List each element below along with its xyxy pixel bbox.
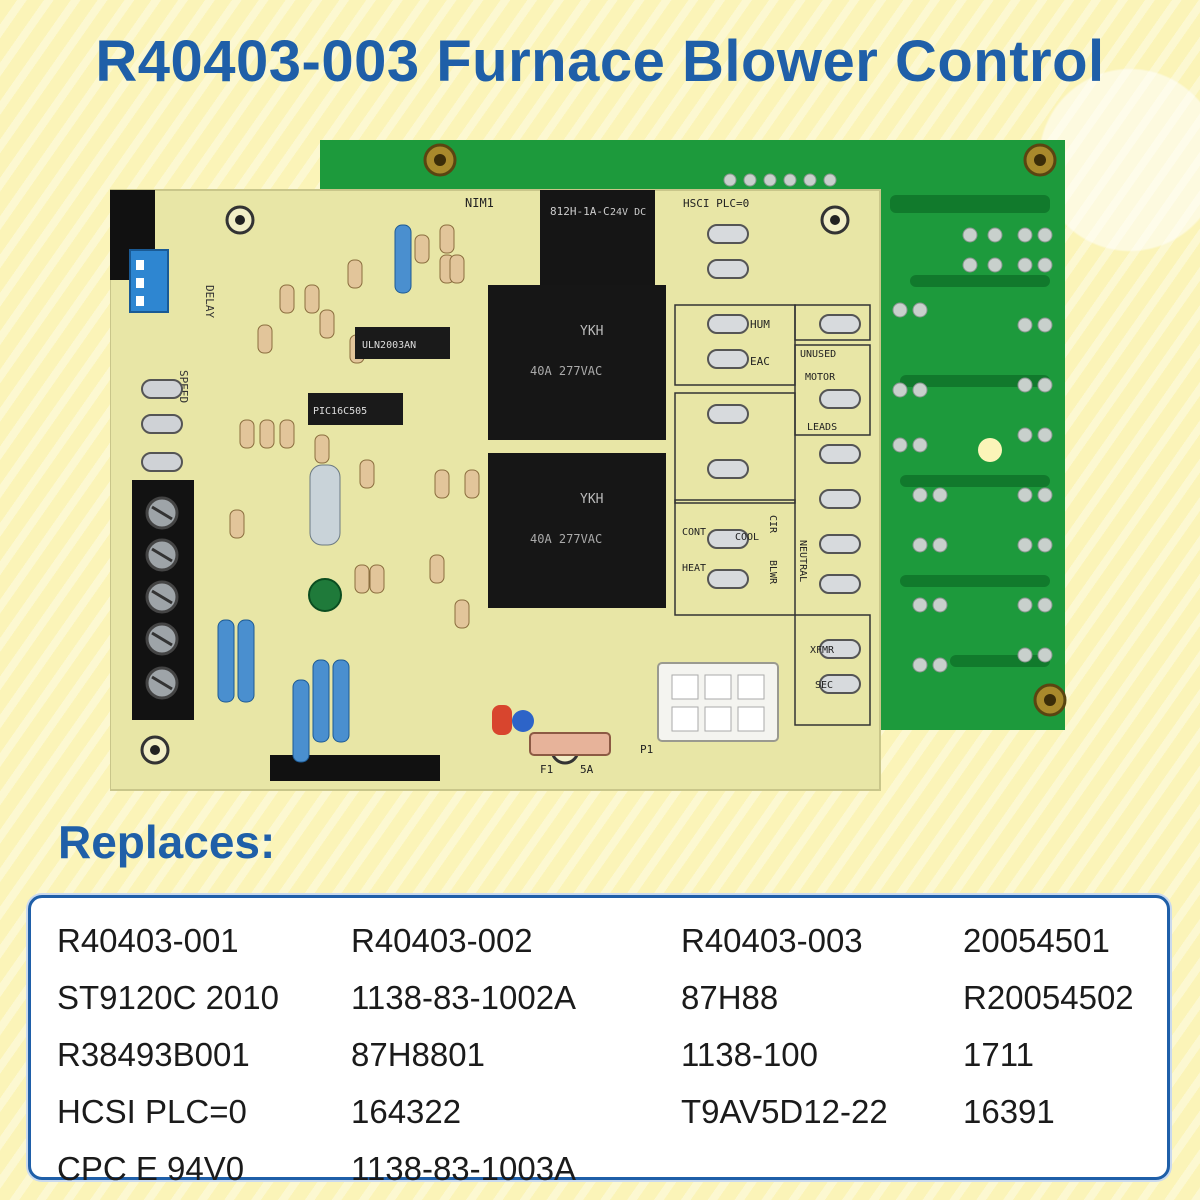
sec-label: SEC xyxy=(815,680,833,691)
motor-label: MOTOR xyxy=(805,372,836,383)
neutral-label: NEUTRAL xyxy=(797,540,808,582)
small-resistors xyxy=(229,224,480,629)
part-number-cell: R20054502 xyxy=(963,979,1134,1016)
part-number-cell: 1138-100 xyxy=(681,1036,819,1073)
svg-text:812H-1A-C: 812H-1A-C xyxy=(550,205,610,218)
part-number-cell: ST9120C 2010 xyxy=(57,979,279,1016)
relay-k3: YKH 40A 277VAC xyxy=(488,453,666,608)
capacitor xyxy=(308,578,342,612)
red-capacitor xyxy=(492,705,512,735)
svg-text:P1: P1 xyxy=(640,743,653,756)
spade-terminals xyxy=(707,224,861,694)
svg-text:5A: 5A xyxy=(580,763,594,776)
part-number-cell xyxy=(681,1140,963,1197)
board-hole xyxy=(978,438,1002,462)
ic-uln2003: ULN2003AN xyxy=(355,327,450,359)
heat-label: HEAT xyxy=(682,563,706,574)
part-number-cell: T9AV5D12-22 xyxy=(681,1093,888,1130)
part-number-cell: R40403-001 xyxy=(57,922,239,959)
connector-p1: P1 xyxy=(640,662,779,756)
cont-label: CONT xyxy=(682,527,706,538)
blwr-label: BLWR xyxy=(767,560,778,585)
svg-text:ULN2003AN: ULN2003AN xyxy=(362,340,416,351)
relay-k2: YKH 40A 277VAC xyxy=(488,285,666,440)
blue-capacitor xyxy=(512,710,534,732)
product-image: DELAY SPEED xyxy=(110,135,1070,795)
unused-label: UNUSED xyxy=(800,349,836,360)
svg-text:YKH: YKH xyxy=(580,324,603,339)
part-number-cell: HCSI PLC=0 xyxy=(57,1093,247,1130)
xfmr-label: XFMR xyxy=(810,645,835,656)
part-number-cell xyxy=(963,1140,1157,1197)
eac-label: EAC xyxy=(750,355,770,368)
replaces-heading: Replaces: xyxy=(58,816,276,868)
dip-switch xyxy=(129,249,169,313)
svg-text:40A 277VAC: 40A 277VAC xyxy=(530,532,602,546)
svg-text:F1: F1 xyxy=(540,763,553,776)
cir-label: CIR xyxy=(767,515,778,534)
hum-label: HUM xyxy=(750,318,770,331)
power-resistors xyxy=(217,224,412,763)
part-number-cell: 20054501 xyxy=(963,922,1110,959)
cool-label: COOL xyxy=(735,532,759,543)
leads-label: LEADS xyxy=(807,422,837,433)
circuit-board-illustration: DELAY SPEED xyxy=(110,140,1067,791)
part-number-cell: 164322 xyxy=(351,1093,462,1130)
fuse-f1: F1 5A xyxy=(529,732,611,776)
delay-label: DELAY xyxy=(203,285,216,318)
part-number-cell: CPC E 94V0 xyxy=(57,1150,245,1187)
part-number-cell: R38493B001 xyxy=(57,1036,250,1073)
page-title: R40403-003 Furnace Blower Control xyxy=(95,29,1105,94)
svg-text:40A 277VAC: 40A 277VAC xyxy=(530,364,602,378)
part-number-cell: 87H88 xyxy=(681,979,779,1016)
part-number-cell: R40403-002 xyxy=(351,922,533,959)
part-number-cell: 16391 xyxy=(963,1093,1055,1130)
hsci-label: HSCI PLC=0 xyxy=(683,197,749,210)
svg-text:24V DC: 24V DC xyxy=(610,207,646,218)
relay-k1: 812H-1A-C 24V DC xyxy=(540,190,655,300)
part-number-cell: 1711 xyxy=(963,1036,1034,1073)
speed-terminals xyxy=(141,379,183,472)
part-number-cell: 1138-83-1003A xyxy=(351,1150,577,1187)
wirewound-resistor xyxy=(309,464,341,546)
nim-label: NIM1 xyxy=(465,196,494,210)
ic-pic16c505: PIC16C505 xyxy=(308,393,403,425)
part-number-cell: 1138-83-1002A xyxy=(351,979,577,1016)
terminal-screws xyxy=(145,496,179,700)
solder-pads xyxy=(723,173,1053,673)
svg-text:YKH: YKH xyxy=(580,492,603,507)
part-number-cell: R40403-003 xyxy=(681,922,863,959)
terminal-outlines xyxy=(674,304,871,726)
brass-standoffs xyxy=(423,143,1067,717)
green-board-traces xyxy=(890,195,1050,667)
part-number-cell: 87H8801 xyxy=(351,1036,485,1073)
svg-text:PIC16C505: PIC16C505 xyxy=(313,406,367,417)
